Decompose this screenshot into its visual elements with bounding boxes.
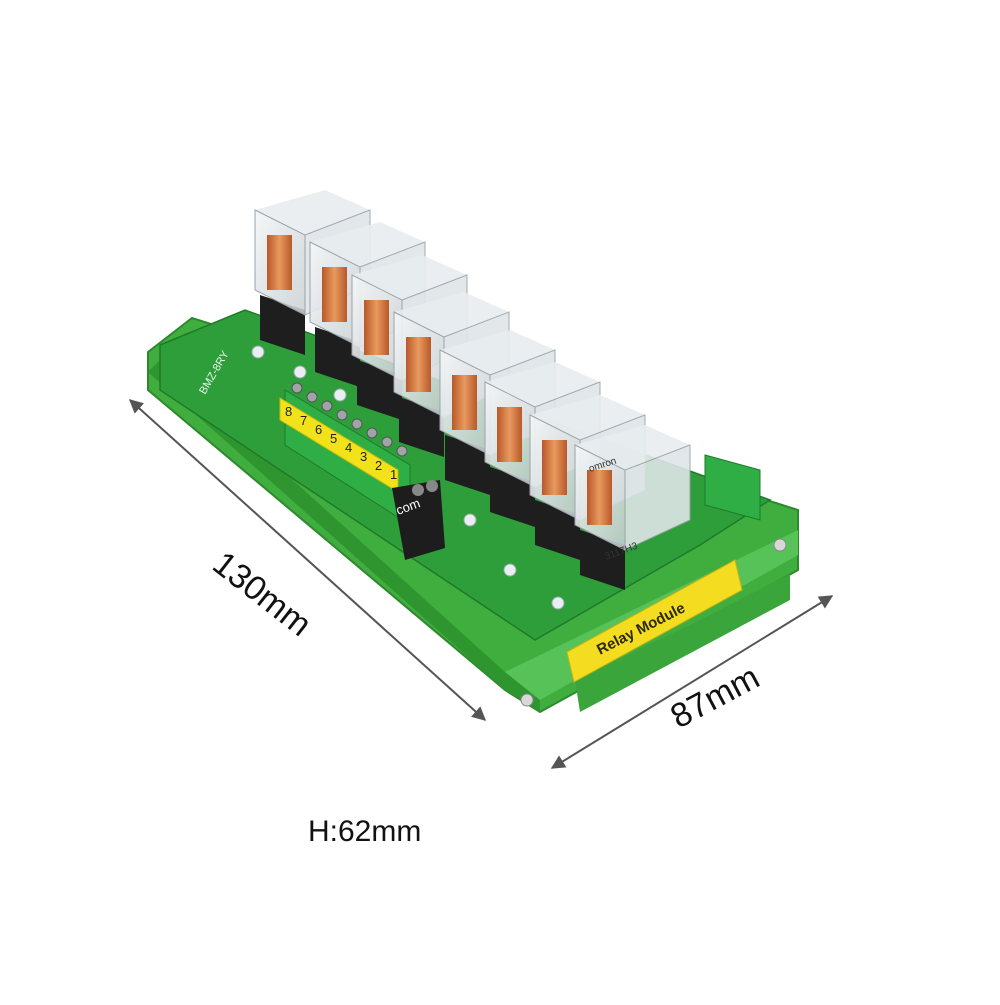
relay-module-label-strip	[566, 559, 743, 683]
relay-8	[574, 425, 691, 590]
terminal-numbers: 8 7 6 5 4 3 2 1	[285, 404, 397, 482]
terminal-number-1: 1	[390, 467, 397, 482]
terminal-number-7: 7	[300, 413, 307, 428]
length-dimension-arrow	[128, 399, 487, 721]
terminal-number-2: 2	[375, 458, 382, 473]
height-dimension-label: H:62mm	[308, 815, 422, 848]
terminal-number-4: 4	[345, 440, 352, 455]
output-terminal-block	[704, 454, 761, 521]
terminal-number-5: 5	[330, 431, 337, 446]
terminal-number-6: 6	[315, 422, 322, 437]
relay-array	[254, 190, 691, 590]
status-leds	[251, 345, 565, 610]
input-terminal-block	[279, 382, 445, 560]
terminal-number-3: 3	[360, 449, 367, 464]
width-dimension-arrow	[550, 595, 834, 769]
terminal-number-8: 8	[285, 404, 292, 419]
